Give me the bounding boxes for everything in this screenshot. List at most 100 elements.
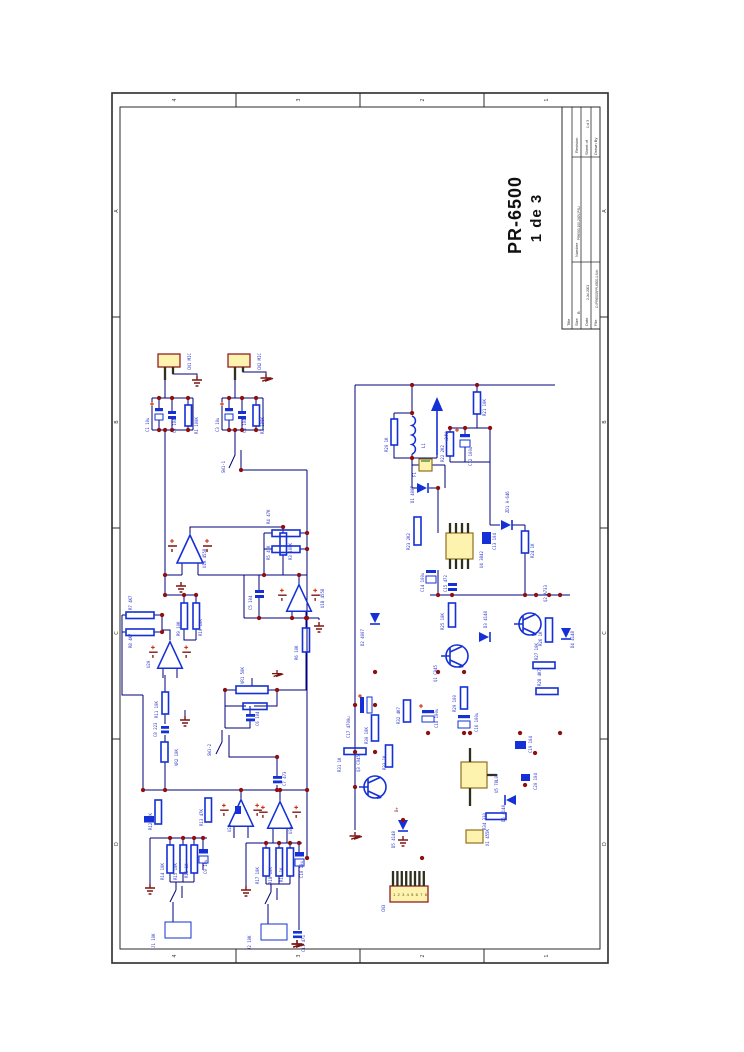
component-label: R1 100K xyxy=(194,417,199,434)
component-label: R24 1K xyxy=(530,543,535,558)
component-label: C18 100u xyxy=(434,708,439,728)
zone-left-b: B xyxy=(114,420,120,424)
component-label: R28 4K7 xyxy=(537,669,542,686)
component-label: R30 10K xyxy=(364,727,369,744)
component-label: X1 455K xyxy=(485,829,490,846)
opamps xyxy=(148,534,321,830)
component-label: Q2 A733 xyxy=(543,585,548,602)
zone-right-a: A xyxy=(602,209,608,213)
component-label: +24V xyxy=(444,432,449,442)
zone-bottom-3: 2 xyxy=(420,954,426,957)
component-label: R11 10K xyxy=(154,701,159,718)
mic-connector-1 xyxy=(157,353,181,368)
component-label: C16 100u xyxy=(474,712,479,732)
net-arrow xyxy=(431,397,443,455)
mic-connector-2 xyxy=(227,353,251,368)
zone-dividers xyxy=(112,93,608,963)
component-label: R27 10K xyxy=(534,643,539,660)
component-label: D3 4148 xyxy=(483,611,488,628)
component-label: CN3 xyxy=(381,904,386,912)
component-label: Q1 C945 xyxy=(433,665,438,682)
component-label: D5 4148 xyxy=(391,831,396,848)
component-label: C3 10u xyxy=(215,417,220,432)
component-label: R13 47K xyxy=(199,809,204,826)
component-label: R18 10K xyxy=(268,867,273,884)
component-label: R26 1K xyxy=(538,631,543,646)
jack-left xyxy=(164,921,192,939)
component-label: R17 10K xyxy=(255,867,260,884)
zone-left-c: C xyxy=(114,631,120,635)
component-label: VR1 50K xyxy=(240,667,245,684)
title-block-file-value: C:\PR6500\PR-6500-1.Sch xyxy=(595,270,599,308)
capacitors xyxy=(144,402,530,939)
component-label: U4 3842 xyxy=(479,551,484,568)
zone-top-2: 3 xyxy=(296,98,302,101)
component-pins xyxy=(163,367,497,886)
title-block-date-value: 2-Jul-2001 xyxy=(586,285,590,300)
zone-left-a: A xyxy=(114,209,120,213)
component-label: U2A xyxy=(146,660,151,668)
title-block-size-label: Size xyxy=(574,317,579,326)
component-label: B+ xyxy=(394,807,399,812)
component-label: L1 xyxy=(421,443,426,448)
title-block-sheet-of-value: 1 of 3 xyxy=(586,120,590,128)
zone-top-1: 4 xyxy=(172,98,178,101)
component-label: U2B xyxy=(227,824,232,832)
component-label: R23 2K2 xyxy=(406,533,411,550)
component-label: R20 1K xyxy=(384,437,389,452)
component-label: R7 4K7 xyxy=(128,595,133,610)
title-block-title-label: Title xyxy=(566,318,571,326)
inductor-coil xyxy=(409,415,417,455)
zone-right-b: B xyxy=(602,420,608,424)
component-label: CN1 MIC xyxy=(187,353,192,370)
component-label: C17 4700u xyxy=(346,716,351,738)
component-label: R19 1K xyxy=(279,867,284,882)
component-label: R33 1K xyxy=(382,755,387,770)
title-block-file-label: File xyxy=(593,319,598,326)
component-label: J1 10K xyxy=(151,933,156,948)
component-label: R6 10K xyxy=(294,645,299,660)
component-label: R12 47K xyxy=(148,813,153,830)
component-label: R10 10K xyxy=(198,619,203,636)
fuse-box xyxy=(418,458,433,472)
ic-boxes xyxy=(157,353,488,941)
component-label: R8 4K7 xyxy=(128,633,133,648)
zone-bottom-1: 4 xyxy=(172,954,178,957)
component-label: R31 1K xyxy=(337,757,342,772)
component-label: C14 100u xyxy=(420,572,425,592)
doc-title-text: PR-6500 xyxy=(505,176,525,254)
component-label: C1 10u xyxy=(145,417,150,432)
bulk-capacitor xyxy=(360,696,373,714)
component-label: D1 4007 xyxy=(410,486,415,503)
junction-dots xyxy=(140,382,563,861)
component-label: C19 104 xyxy=(528,736,533,753)
doc-sheet-text: 1 de 3 xyxy=(528,194,545,243)
component-label: Q3 C945 xyxy=(356,755,361,772)
component-label: C9 10u xyxy=(203,859,208,874)
component-label: CN2 MIC xyxy=(257,353,262,370)
component-label: R16 1K xyxy=(184,863,189,878)
component-label: C10 10u xyxy=(299,861,304,878)
pwm-ic-box xyxy=(445,532,474,560)
component-label: SW1-1 xyxy=(221,460,226,473)
zone-left-d: D xyxy=(114,842,120,846)
component-label: C2 104 xyxy=(172,418,177,433)
component-label: C4 104 xyxy=(242,418,247,433)
title-block-sheet-of-label: Sheet of xyxy=(584,139,589,155)
output-connector xyxy=(389,885,429,903)
component-label: ZD1 A-646 xyxy=(505,491,510,513)
component-label: R25 10K xyxy=(440,613,445,630)
component-label: U5 78L05 xyxy=(494,773,499,793)
regulator-box xyxy=(460,761,488,789)
document-title: PR-6500 1 de 3 xyxy=(505,176,545,254)
component-label: R29 100 xyxy=(452,695,457,712)
title-block-revision-label: Revision xyxy=(574,138,579,153)
component-label: R22 2K2 xyxy=(440,445,445,462)
component-label: C6 104 xyxy=(255,711,260,726)
component-label: J2 10K xyxy=(247,935,252,950)
component-label: SW1-2 xyxy=(207,743,212,756)
component-label: C15 472 xyxy=(443,575,448,592)
component-label: U1A 4558 xyxy=(202,548,207,568)
